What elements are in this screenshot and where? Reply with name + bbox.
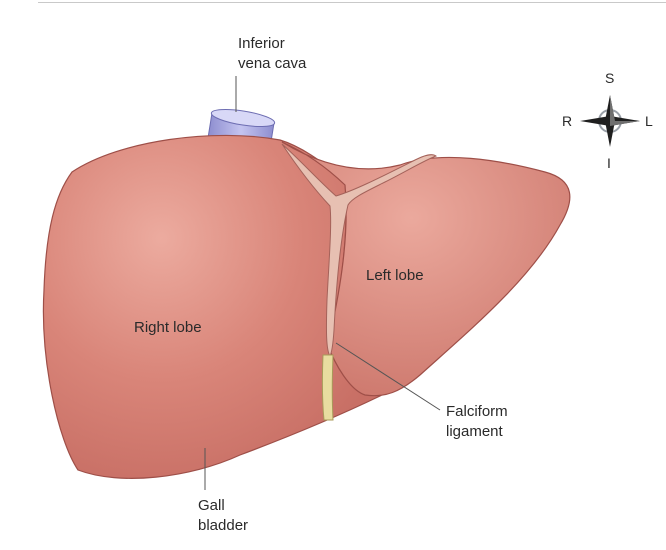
round-ligament bbox=[321, 354, 334, 421]
gallbladder-label-line1: Gall bbox=[198, 497, 225, 514]
compass-superior-label: S bbox=[605, 70, 615, 86]
compass-inferior-label: I bbox=[607, 155, 611, 171]
falciform-label-line2: ligament bbox=[446, 423, 503, 440]
right-lobe-label: Right lobe bbox=[134, 319, 202, 336]
falciform-label-line1: Falciform bbox=[446, 403, 508, 420]
liver-right-lobe bbox=[42, 134, 382, 479]
compass-left-label: L bbox=[645, 113, 653, 129]
compass-rose bbox=[580, 95, 640, 147]
gallbladder-label-line2: bladder bbox=[198, 517, 249, 534]
left-lobe-label: Left lobe bbox=[366, 267, 424, 284]
compass-right-label: R bbox=[562, 113, 573, 129]
falciform-leader-line bbox=[335, 342, 441, 411]
top-rule bbox=[38, 2, 666, 3]
ivc-label-line1: Inferior bbox=[238, 35, 285, 52]
falciform-ligament bbox=[281, 143, 438, 357]
ivc-label-line2: vena cava bbox=[238, 55, 307, 72]
